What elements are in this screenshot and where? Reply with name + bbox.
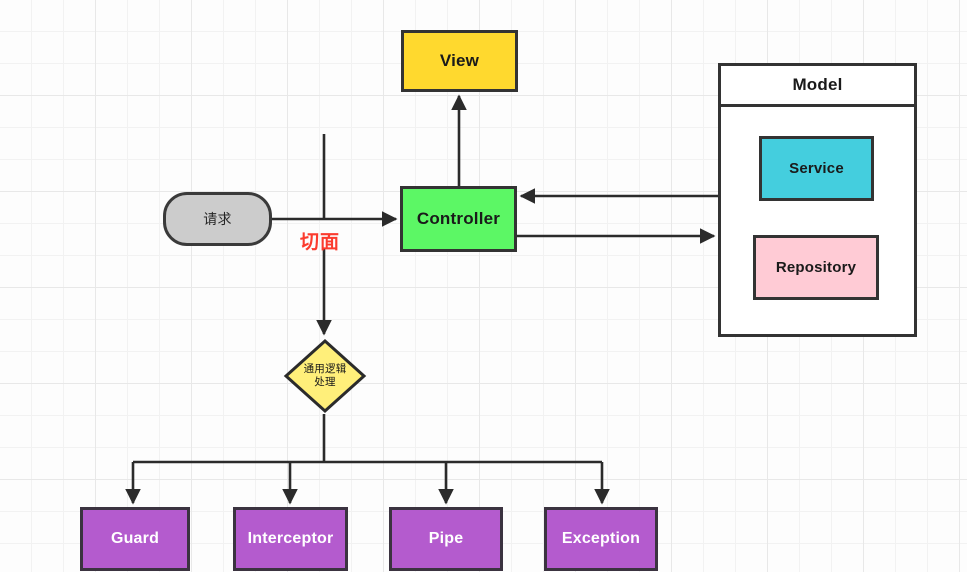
request-node[interactable]: 请求 — [163, 192, 272, 246]
model-label: Model — [792, 75, 843, 94]
model-header: Model — [721, 66, 914, 107]
diamond-shape-icon — [283, 338, 367, 414]
common-logic-diamond-node[interactable]: 通用逻辑 处理 — [283, 338, 367, 414]
diamond-label: 通用逻辑 处理 — [283, 363, 367, 389]
aspect-label: 切面 — [300, 232, 341, 253]
repository-node[interactable]: Repository — [753, 235, 879, 300]
pipe-node[interactable]: Pipe — [389, 507, 503, 571]
interceptor-node[interactable]: Interceptor — [233, 507, 348, 571]
service-node[interactable]: Service — [759, 136, 874, 201]
diamond-label-line1: 通用逻辑 — [303, 363, 347, 375]
diamond-label-line2: 处理 — [314, 376, 336, 388]
service-label: Service — [789, 160, 844, 177]
view-node[interactable]: View — [401, 30, 518, 92]
request-label: 请求 — [203, 211, 232, 227]
guard-label: Guard — [110, 530, 160, 547]
exception-node[interactable]: Exception — [544, 507, 658, 571]
exception-label: Exception — [561, 530, 641, 547]
repository-label: Repository — [775, 259, 857, 276]
guard-node[interactable]: Guard — [80, 507, 190, 571]
pipe-label: Pipe — [428, 530, 464, 547]
controller-node[interactable]: Controller — [400, 186, 517, 252]
controller-label: Controller — [416, 209, 501, 228]
view-label: View — [439, 51, 480, 70]
interceptor-label: Interceptor — [247, 530, 334, 547]
